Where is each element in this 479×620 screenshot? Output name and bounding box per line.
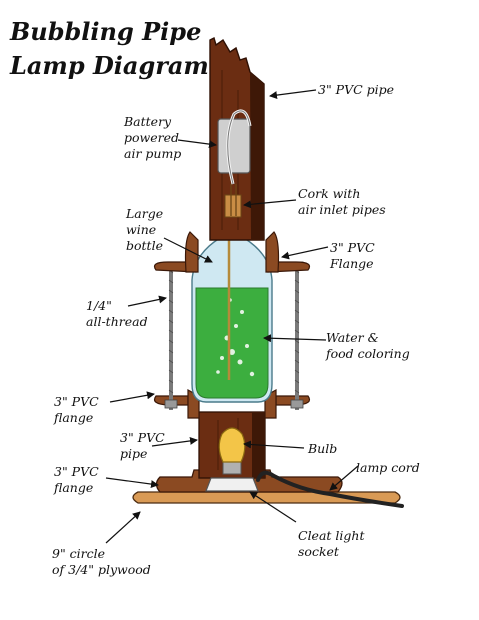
label-wine-bottle: Large wine bottle <box>126 206 164 253</box>
label-pvc-flange-lower: 3" PVC flange <box>54 394 99 425</box>
label-plywood: 9" circle of 3/4" plywood <box>52 546 151 577</box>
label-air-pump: Battery powered air pump <box>124 114 182 161</box>
label-all-thread: 1/4" all-thread <box>86 298 148 329</box>
cleat-light-socket <box>205 477 259 492</box>
bulb <box>218 427 246 463</box>
label-water: Water & food coloring <box>326 330 410 361</box>
label-cork: Cork with air inlet pipes <box>298 186 386 217</box>
lamp-cord <box>256 470 404 508</box>
cork <box>224 194 242 218</box>
label-cleat-socket: Cleat light socket <box>298 528 365 559</box>
water <box>195 287 269 399</box>
label-pvc-pipe-lower: 3" PVC pipe <box>120 430 165 461</box>
diagram-title-line-1: Bubbling Pipe <box>10 17 202 46</box>
label-bulb: Bulb <box>308 441 338 456</box>
label-pvc-flange-top: 3" PVC Flange <box>330 240 375 271</box>
diagram-title-line-2: Lamp Diagram <box>10 51 209 80</box>
label-pvc-pipe-top: 3" PVC pipe <box>318 82 395 97</box>
callout-arrows <box>105 89 359 544</box>
air-pump <box>217 118 251 174</box>
bubbles <box>216 298 255 377</box>
label-lamp-cord: lamp cord <box>356 460 420 475</box>
label-pvc-flange-base: 3" PVC flange <box>54 464 99 495</box>
